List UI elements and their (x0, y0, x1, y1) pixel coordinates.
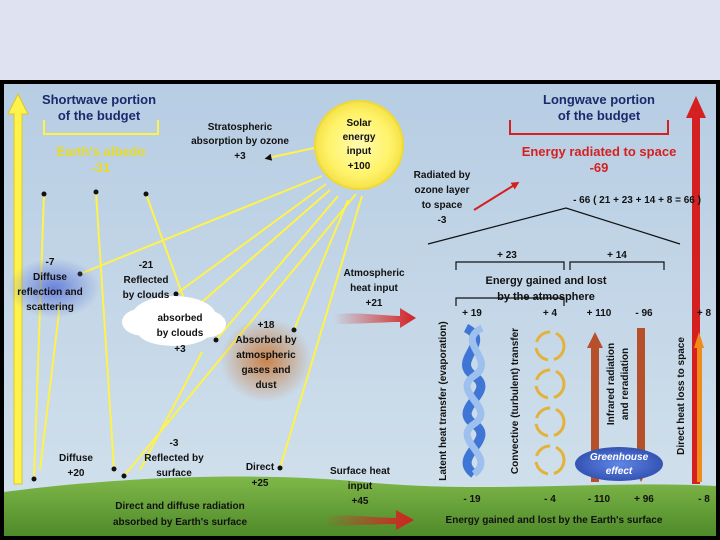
ozone-line-1: Radiated by (414, 170, 471, 181)
clouds-reflected-line-1: Reflected (123, 275, 168, 286)
direct-loss-label: Direct heat loss to space (676, 337, 687, 455)
infrared-bottom-value: - 110 (588, 494, 611, 505)
solar-line-3: input (347, 146, 372, 157)
surface-reflected-value: -3 (170, 438, 179, 449)
slide-header-area (0, 0, 720, 80)
convective-top-value: + 4 (543, 308, 558, 319)
atmospheric-heat-line-2: heat input (350, 283, 398, 294)
atmosphere-budget-line-2: by the atmosphere (497, 291, 595, 303)
solar-value: +100 (348, 161, 371, 172)
latent-heat-label: Latent heat transfer (evaporation) (438, 321, 449, 480)
reradiation-top-value: - 96 (635, 308, 653, 319)
stratospheric-value: +3 (234, 151, 246, 162)
atmosphere-subgroup-bracket (455, 297, 565, 306)
clouds-absorbed-line-1: absorbed (157, 313, 202, 324)
latent-heat-ribbon (462, 323, 486, 478)
surface-heat-line-1: Surface heat (330, 466, 391, 477)
latent-bottom-value: - 19 (463, 494, 481, 505)
stratospheric-line-1: Stratospheric (208, 122, 273, 133)
ozone-arrow (473, 181, 520, 211)
atmosphere-left-bracket (455, 261, 565, 270)
infrared-up-arrow (587, 332, 603, 482)
surface-budget-label: Energy gained and lost by the Earth's su… (446, 515, 663, 526)
ground-surface (4, 476, 716, 536)
solar-line-2: energy (343, 132, 376, 143)
earth-energy-budget-diagram: Shortwave portion of the budget Earth's … (4, 84, 716, 536)
stratospheric-arrow (264, 147, 315, 161)
reradiation-bottom-value: + 96 (634, 494, 654, 505)
shortwave-title-line-2: of the budget (58, 108, 141, 123)
surface-absorbed-line-1: Direct and diffuse radiation (115, 501, 244, 512)
surface-reflected-line-2: surface (156, 468, 192, 479)
atmospheric-gases-line-2: atmospheric (236, 350, 296, 361)
infrared-label-1: Infrared radiation (606, 343, 617, 425)
clouds-absorbed-value: +3 (174, 344, 186, 355)
diffuse-reflection-glow (8, 258, 100, 318)
atmospheric-heat-line-1: Atmospheric (343, 268, 405, 279)
direct-loss-top-value: + 8 (697, 308, 712, 319)
atmospheric-gases-glow (220, 318, 312, 402)
direct-label: Direct (246, 462, 275, 473)
diffuse-reflection-line-1: Diffuse (33, 272, 67, 283)
longwave-sum-equation: - 66 ( 21 + 23 + 14 + 8 = 66 ) (573, 195, 701, 206)
solar-line-1: Solar (346, 118, 371, 129)
atmospheric-gases-line-4: dust (255, 380, 277, 391)
direct-loss-arrow (694, 332, 704, 482)
ozone-line-2: ozone layer (414, 185, 469, 196)
longwave-up-arrow (686, 96, 706, 484)
albedo-label: Earth's albedo (56, 144, 145, 159)
atmospheric-gases-line-1: Absorbed by (235, 335, 297, 346)
atmosphere-left-value: + 23 (497, 250, 517, 261)
surface-heat-arrow (324, 510, 414, 530)
latent-top-value: + 19 (462, 308, 482, 319)
convective-loops (534, 330, 566, 476)
clouds-absorbed-line-2: by clouds (157, 328, 204, 339)
surface-absorbed-line-2: absorbed by Earth's surface (113, 517, 248, 528)
stratospheric-line-2: absorption by ozone (191, 136, 289, 147)
diffuse-label: Diffuse (59, 453, 93, 464)
atmospheric-heat-arrow (334, 308, 416, 328)
convective-bottom-value: - 4 (544, 494, 556, 505)
sun (314, 100, 404, 190)
greenhouse-line-1: Greenhouse (590, 452, 649, 463)
atmospheric-gases-value: +18 (258, 320, 275, 331)
longwave-title-line-2: of the budget (558, 108, 641, 123)
diffuse-reflection-line-2: reflection and (17, 287, 83, 298)
direct-value: +25 (252, 478, 269, 489)
convective-label: Convective (turbulent) transfer (510, 328, 521, 474)
direct-loss-bottom-value: - 8 (698, 494, 710, 505)
surface-heat-value: +45 (352, 496, 369, 507)
atmosphere-right-value: + 14 (607, 250, 627, 261)
cloud (122, 296, 226, 346)
diffuse-value: +20 (68, 468, 85, 479)
greenhouse-line-2: effect (606, 466, 633, 477)
infrared-label-2: and reradiation (620, 348, 631, 420)
surface-reflected-line-1: Reflected by (144, 453, 204, 464)
longwave-title-line-1: Longwave portion (543, 92, 655, 107)
greenhouse-effect-badge (575, 447, 663, 481)
atmosphere-right-bracket (569, 261, 665, 270)
atmospheric-heat-value: +21 (366, 298, 383, 309)
budget-fan-lines (427, 207, 681, 245)
albedo-value: -31 (92, 160, 111, 175)
atmospheric-gases-line-3: gases and (242, 365, 291, 376)
ozone-value: -3 (438, 215, 447, 226)
radiated-to-space-label: Energy radiated to space (522, 144, 677, 159)
clouds-reflected-value: -21 (139, 260, 154, 271)
radiated-to-space-value: -69 (590, 160, 609, 175)
ozone-line-3: to space (422, 200, 463, 211)
longwave-bracket (509, 120, 669, 135)
atmosphere-budget-line-1: Energy gained and lost (485, 275, 606, 287)
diffuse-reflection-line-3: scattering (26, 302, 74, 313)
surface-heat-line-2: input (348, 481, 373, 492)
shortwave-bracket (43, 120, 159, 135)
shortwave-title-line-1: Shortwave portion (42, 92, 156, 107)
infrared-top-value: + 110 (587, 308, 612, 319)
clouds-reflected-line-2: by clouds (123, 290, 170, 301)
diffuse-reflection-value: -7 (46, 257, 55, 268)
